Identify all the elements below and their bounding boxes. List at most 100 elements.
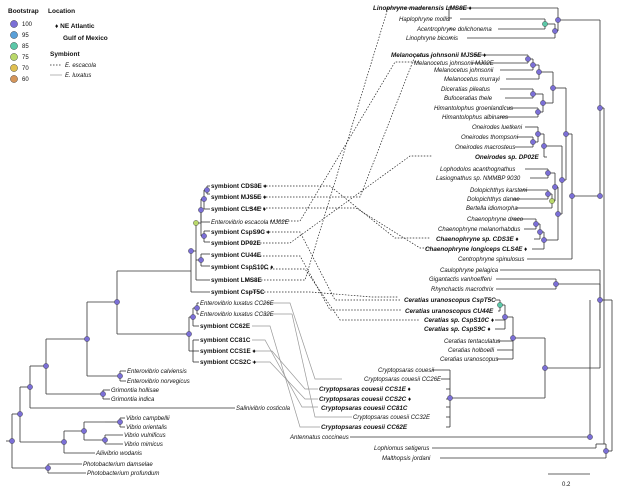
host-label: Linophryne bicornis: [406, 36, 458, 42]
host-label: Cryptopsaras couesii CC32E: [353, 415, 431, 421]
symbiont-label: Enterovibrio norvegicus: [127, 379, 190, 385]
symbiont-label: symbiont CLS4E ♦: [211, 206, 266, 213]
bootstrap-node: [545, 170, 551, 176]
host-label: Lophodolos acanthognathus: [440, 167, 515, 173]
host-label: Oneirodes macrosteus: [455, 145, 515, 151]
bootstrap-node: [117, 373, 123, 379]
host-label: Chaenophryne draco: [467, 217, 524, 223]
legend-location-ne-atlantic: ♦ NE Atlantic: [55, 23, 95, 30]
host-label: Oneirodes thompsoni: [461, 135, 519, 141]
bootstrap-node: [587, 434, 593, 440]
bootstrap-node: [569, 193, 575, 199]
bootstrap-node: [201, 196, 207, 202]
legend-bootstrap-value: 85: [22, 44, 29, 50]
host-label: Ceratias sp. CspS10C ♦: [424, 317, 494, 324]
bootstrap-node: [81, 428, 87, 434]
host-label: Bertella idiomorpha: [466, 206, 518, 212]
host-label: Melanocetus johnsonii: [434, 68, 494, 74]
bootstrap-nodes: [9, 17, 609, 471]
bootstrap-node: [555, 211, 561, 217]
bootstrap-node: [27, 384, 33, 390]
legend-symbiont-escacola: E. escacola: [65, 63, 97, 69]
bootstrap-node: [535, 109, 541, 115]
host-label: Antennatus coccineus: [289, 435, 349, 441]
bootstrap-node: [510, 335, 516, 341]
legend-bootstrap-title: Bootstrap: [8, 8, 39, 15]
bootstrap-node: [549, 198, 555, 204]
host-label: Ceratias uranoscopus CspT5C: [404, 297, 496, 304]
host-label: Ceratias sp. CspS9C ♦: [424, 326, 491, 333]
bootstrap-node: [102, 437, 108, 443]
bootstrap-node: [537, 229, 543, 235]
bootstrap-node: [17, 411, 23, 417]
bootstrap-node: [530, 139, 536, 145]
host-tree-labels: Linophryne maderensis LMS8E ♦ Haplophryn…: [289, 5, 539, 462]
bootstrap-node: [552, 184, 558, 190]
symbiont-label: Enterovibrio luxatus CC32E: [200, 312, 275, 318]
legend-bootstrap-value: 60: [22, 77, 29, 83]
symbiont-label: Photobacterium profundum: [87, 471, 159, 477]
host-label: Ceratias tentaculatus: [444, 339, 500, 345]
symbiont-label: symbiont LMS8E: [211, 277, 262, 284]
legend-bootstrap-value: 75: [22, 55, 29, 61]
host-label: Melanocetus murrayi: [444, 77, 500, 83]
bootstrap-node: [550, 85, 556, 91]
bootstrap-node: [541, 237, 547, 243]
host-label: Cryptopsaras couesii CCS2C ♦: [319, 396, 411, 403]
legend-bootstrap-swatch: [10, 31, 18, 39]
bootstrap-node: [559, 177, 565, 183]
host-label: Lophiomus setigerus: [374, 446, 429, 452]
bootstrap-node: [45, 465, 51, 471]
host-label: Cryptopsaras couesii CC81C: [321, 405, 408, 412]
legend-bootstrap-value: 95: [22, 33, 29, 39]
legend-location-title: Location: [48, 8, 75, 15]
host-label: Linophryne maderensis LMS8E ♦: [373, 5, 472, 12]
legend-symbiont-title: Symbiont: [50, 51, 80, 58]
host-label: Oneirodes luetkeni: [472, 125, 523, 131]
host-label: Bufoceratias thele: [444, 96, 493, 102]
host-tree-branches: [350, 6, 613, 475]
symbiont-label: Vibrio mimicus: [124, 442, 163, 448]
bootstrap-node: [542, 21, 548, 27]
symbiont-label: symbiont CspS9C ♦: [211, 229, 270, 236]
host-label: Himantolophus albinares: [442, 115, 508, 121]
host-label: Melanocetus johnsonii MJS5E ♦: [391, 52, 486, 59]
symbiont-label: Enterovibrio calviensis: [127, 369, 187, 375]
host-label: Rhynchactis macrothrix: [431, 287, 494, 293]
host-label: Cryptopsaras couesii CC26E: [364, 377, 442, 383]
host-label: Gigantactis vanhoeffeni: [429, 277, 492, 283]
symbiont-label: Vibrio vulnificus: [124, 433, 166, 439]
legend-bootstrap-swatch: [10, 64, 18, 72]
bootstrap-node: [117, 419, 123, 425]
bootstrap-node: [190, 314, 196, 320]
scale-bar-label: 0.2: [562, 482, 571, 488]
bootstrap-node: [497, 302, 503, 308]
bootstrap-node: [204, 187, 210, 193]
symbiont-label: symbiont CCS2C ♦: [200, 359, 256, 366]
host-label: Himantolophus groenlandicus: [434, 106, 513, 112]
symbiont-label: Grimontia hollisae: [111, 388, 160, 394]
bootstrap-node: [186, 331, 192, 337]
bootstrap-node: [597, 193, 603, 199]
legend-bootstrap-swatch: [10, 75, 18, 83]
symbiont-label: symbiont CDS3E ♦: [211, 183, 267, 190]
legend-location-gulf: Gulf of Mexico: [63, 35, 108, 42]
bootstrap-node: [555, 17, 561, 23]
symbiont-label: symbiont CC62E: [200, 323, 250, 330]
host-label: Cryptopsaras couesii CCS1E ♦: [319, 386, 411, 393]
host-label: Dolopichthys karsteni: [470, 188, 528, 194]
bootstrap-node: [188, 248, 194, 254]
association-lines: [246, 7, 432, 428]
symbiont-label: symbiont CC81C: [200, 337, 251, 344]
host-label: Diceratias pileatus: [441, 87, 490, 93]
symbiont-label: Salinivibrio costicola: [236, 406, 291, 412]
bootstrap-node: [545, 191, 551, 197]
host-label: Caulophryne pelagica: [440, 268, 499, 274]
symbiont-label: Vibrio orientalis: [126, 425, 167, 431]
host-label: Chaenophryne longiceps CLS4E ♦: [425, 246, 527, 253]
bootstrap-node: [9, 438, 15, 444]
bootstrap-node: [447, 395, 453, 401]
symbiont-label: Enterovibrio luxatus CC26E: [200, 301, 275, 307]
symbiont-label: symbiont MJS5E ♦: [211, 194, 266, 201]
